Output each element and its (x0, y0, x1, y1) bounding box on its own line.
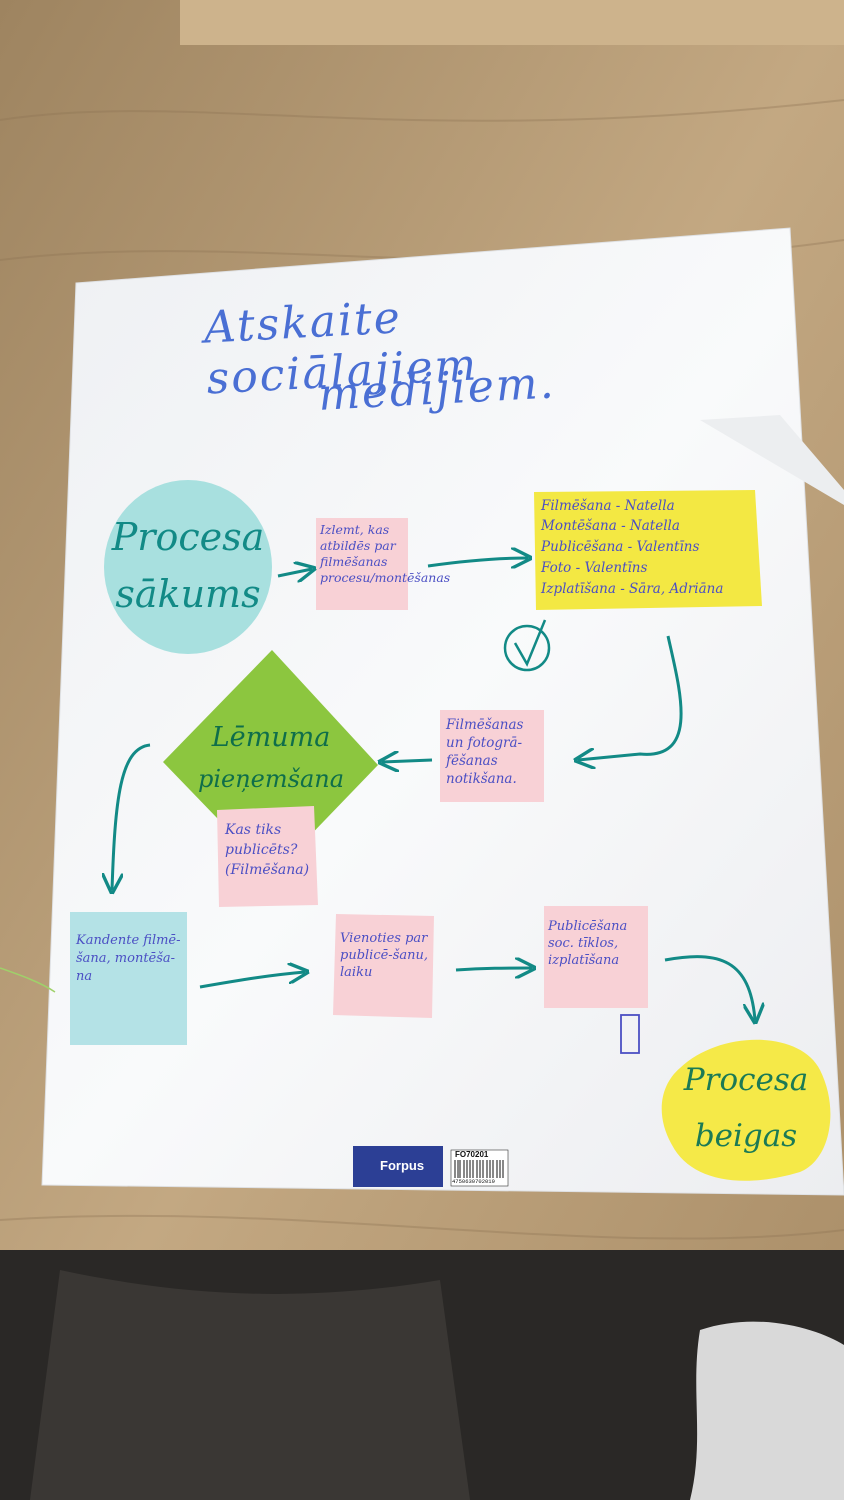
arrow-content-to-schedule (199, 972, 305, 989)
end-shape (661, 1039, 831, 1181)
note-agree-schedule-text: Vienoties par publicē-šanu, laiku (340, 931, 428, 980)
arrow-schedule-to-publish (455, 968, 532, 970)
note-content-editing (70, 912, 187, 1045)
check-icon (513, 619, 547, 667)
arrow-start-to-roles (277, 569, 312, 576)
note-filming-event (440, 710, 544, 802)
note-team-list (534, 490, 762, 610)
check-circle (503, 624, 551, 672)
barcode-icon (454, 1160, 504, 1178)
start-label-line2: sākums (115, 572, 261, 616)
forpus-brand-text: Forpus (380, 1158, 425, 1173)
arrow-decision-to-content (112, 743, 151, 890)
note-team-list-line2: Montēšana - Natella (541, 518, 680, 534)
end-label-line1: Procesa (683, 1062, 809, 1098)
green-string (0, 967, 56, 993)
decision-label-line2: pieņemšana (197, 765, 345, 793)
decision-label-line1: Lēmuma (211, 722, 331, 753)
start-circle (104, 480, 272, 654)
note-agree-schedule (333, 914, 434, 1018)
end-label-line2: beigas (694, 1118, 798, 1154)
forpus-logo-box (353, 1146, 443, 1187)
note-filming-event-text: Filmēšanas un fotogrā-fēšanas notikšana. (446, 717, 524, 787)
arrow-roles-to-team (427, 558, 528, 566)
note-assign-roles-text: Izlemt, kas atbildēs par filmēšanas proc… (320, 522, 451, 585)
start-label-line1: Procesa (111, 515, 265, 559)
note-what-published (217, 806, 318, 907)
decision-diamond (163, 650, 378, 875)
note-team-list-line5: Izplatīšana - Sāra, Adriāna (541, 581, 724, 597)
arrow-team-to-filming (578, 635, 683, 760)
note-what-published-text: Kas tiks publicēts? (Filmēšana) (225, 822, 310, 878)
note-team-list-line1: Filmēšana - Natella (541, 498, 675, 514)
white-cloth (690, 1321, 844, 1500)
note-team-list-line4: Foto - Valentīns (541, 560, 648, 576)
note-team-list-line3: Publicēšana - Valentīns (541, 539, 700, 555)
top-board (180, 0, 844, 45)
note-assign-roles (316, 518, 408, 610)
phone-doodle (620, 1014, 640, 1054)
barcode-number-text: 4750630702019 (452, 1178, 495, 1185)
note-publish-social (544, 906, 648, 1008)
chair-highlight (30, 1270, 470, 1500)
paper-back-sheet (700, 415, 844, 505)
arrow-filming-to-decision (382, 760, 433, 762)
arrow-publish-to-end (664, 955, 755, 1020)
product-code-text: FO70201 (455, 1150, 489, 1159)
note-publish-social-text: Publicēšana soc. tīklos, izplatīšana (548, 919, 628, 968)
note-content-editing-text: Kandente filmē-šana, montēša-na (76, 933, 181, 984)
